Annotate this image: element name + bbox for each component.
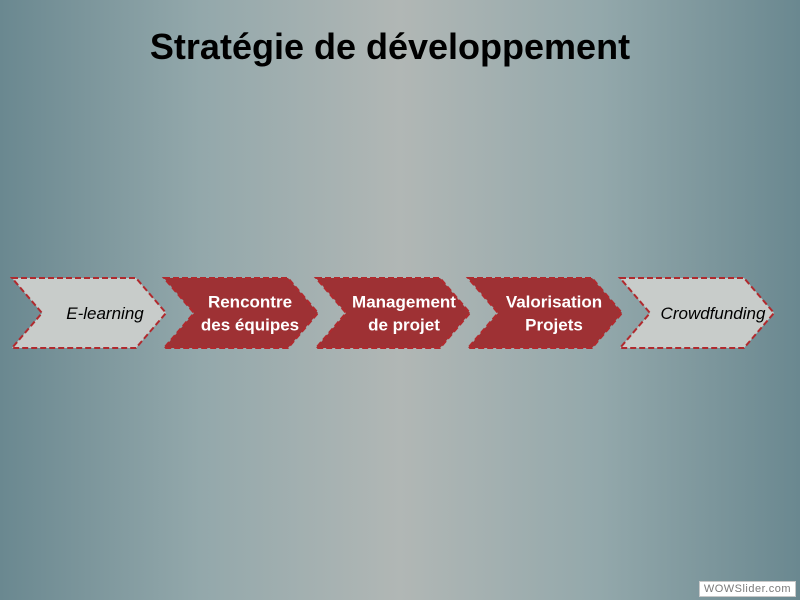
process-step-label: Projets (525, 316, 583, 335)
chevron-shape (9, 277, 168, 349)
process-step-label: Valorisation (506, 293, 602, 312)
process-step: Crowdfunding (617, 277, 776, 349)
process-step-label: Management (352, 293, 456, 312)
process-step: E-learning (9, 277, 168, 349)
chevron-shape (313, 277, 472, 349)
process-step-label: Crowdfunding (661, 304, 766, 323)
wowslider-watermark[interactable]: WOWSlider.com (698, 581, 796, 597)
process-step-label: des équipes (201, 316, 299, 335)
process-step-label: Rencontre (208, 293, 292, 312)
process-step-label: de projet (368, 316, 440, 335)
process-step: Rencontre des équipes (161, 277, 320, 349)
process-step-label: E-learning (66, 304, 144, 323)
chevron-shape (161, 277, 320, 349)
slide-title: Stratégie de développement (149, 26, 631, 67)
chevron-shape (465, 277, 624, 349)
process-step: Management de projet (313, 277, 472, 349)
chevron-shape (617, 277, 776, 349)
